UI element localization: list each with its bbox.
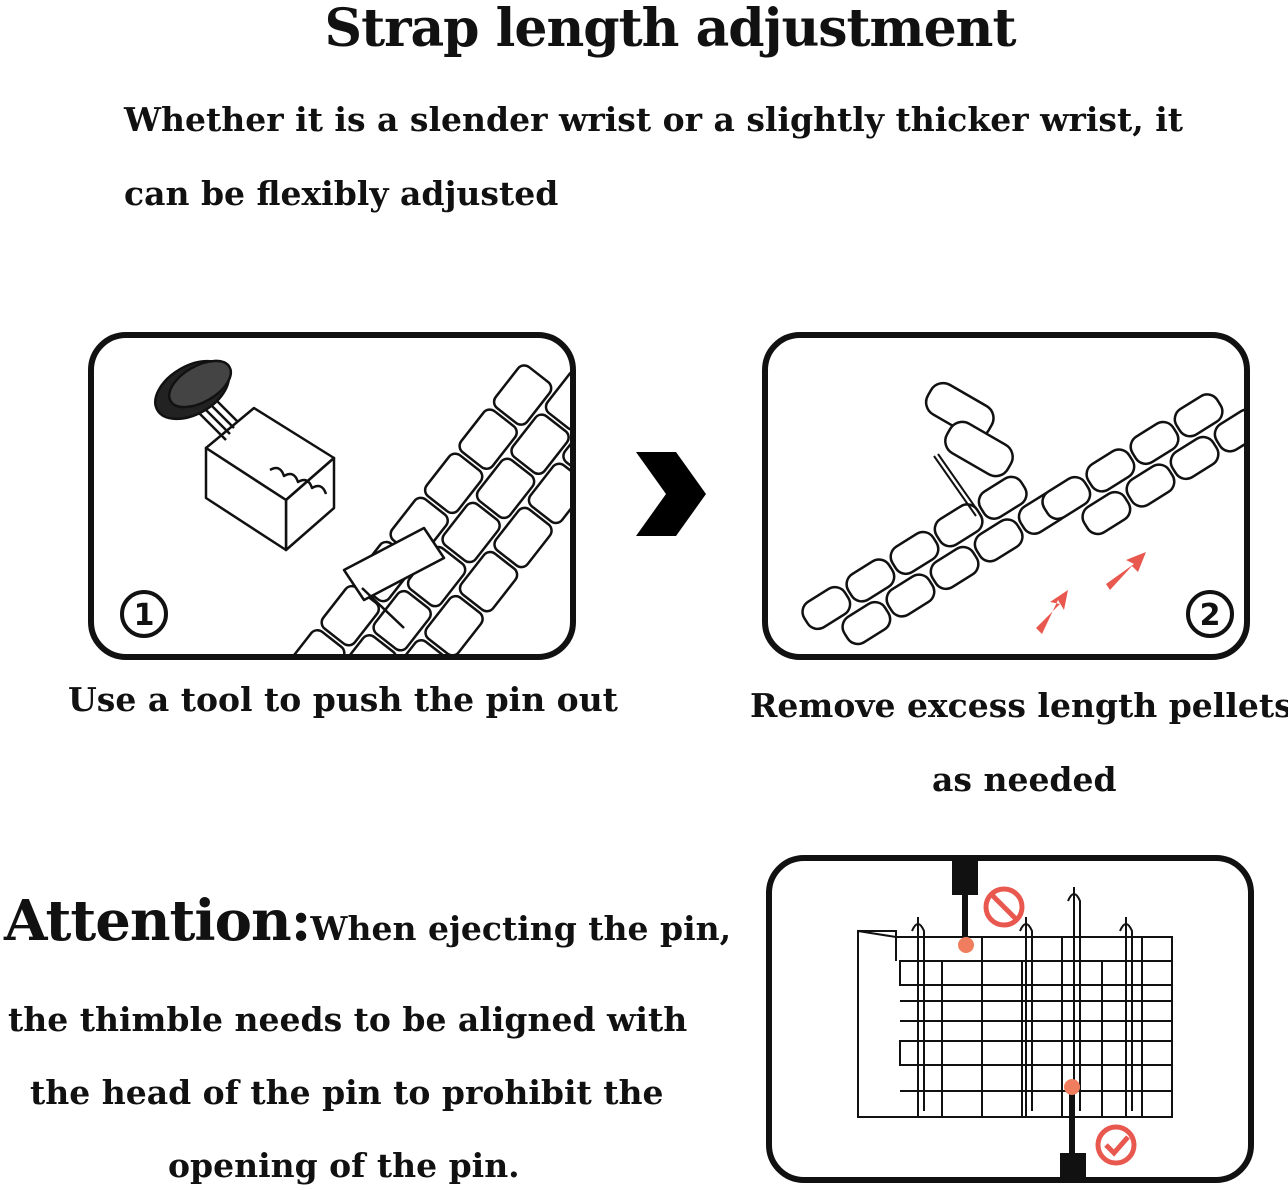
- step-2-caption-line-1: Remove excess length pellets: [750, 686, 1288, 725]
- red-arrows-icon: [1036, 552, 1146, 634]
- step-2-caption-line-2: as needed: [932, 760, 1117, 799]
- step-1-caption: Use a tool to push the pin out: [68, 680, 618, 719]
- step-badge-1-number: 1: [134, 598, 155, 633]
- attention-line-2: the thimble needs to be aligned with: [8, 1000, 688, 1039]
- attention-text-1: When ejecting the pin,: [310, 909, 732, 948]
- step-badge-1: [120, 590, 168, 638]
- attention-heading: Attention:: [4, 888, 311, 954]
- pin-alignment-panel: [766, 855, 1254, 1183]
- pin-tool-illustration: 1: [120, 359, 570, 654]
- check-circle-icon: [1095, 1124, 1137, 1166]
- intro-line-2: can be flexibly adjusted: [124, 174, 559, 213]
- intro-line-1: Whether it is a slender wrist or a sligh…: [124, 100, 1184, 139]
- attention-line-1: Attention:When ejecting the pin,: [4, 888, 731, 954]
- pin-alignment-illustration: [857, 861, 1173, 1177]
- link-removal-illustration: 2: [801, 381, 1244, 646]
- step-1-panel: 1: [88, 332, 576, 660]
- prohibited-icon: [983, 886, 1025, 928]
- step-badge-2-number: 2: [1200, 598, 1221, 633]
- chevron-right-icon: [636, 452, 706, 536]
- attention-line-4: opening of the pin.: [168, 1146, 520, 1185]
- step-2-panel: 2: [762, 332, 1250, 660]
- step-badge-2: [1186, 590, 1234, 638]
- attention-line-3: the head of the pin to prohibit the: [30, 1073, 664, 1112]
- page-title: Strap length adjustment: [324, 0, 1017, 59]
